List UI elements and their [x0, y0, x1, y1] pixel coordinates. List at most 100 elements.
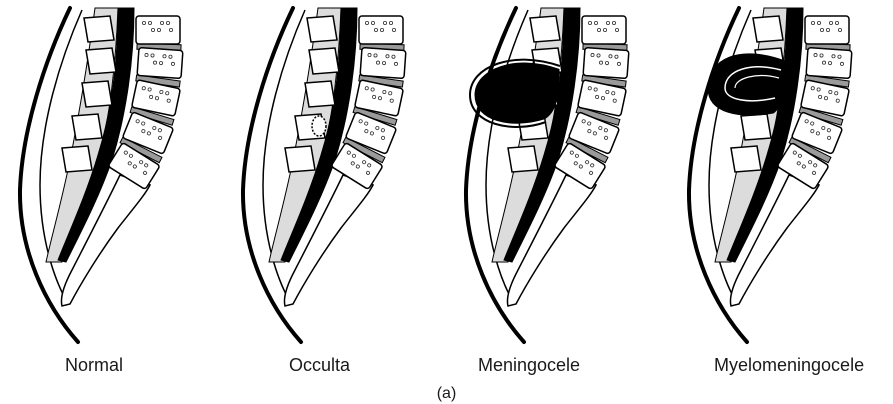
spongy-bone-mark	[144, 163, 149, 168]
vertebral-body	[354, 79, 404, 117]
spongy-bone-mark	[828, 89, 833, 94]
vertebral-body-outline	[581, 15, 627, 45]
spongy-bone-mark	[159, 20, 164, 25]
vertebral-body-outline	[135, 15, 181, 45]
spinous-process	[85, 47, 117, 75]
spongy-bone-mark	[828, 20, 833, 25]
vertebral-body	[131, 79, 181, 117]
spongy-bone-mark	[127, 161, 132, 166]
spongy-bone-mark	[808, 160, 813, 165]
spongy-bone-mark	[585, 160, 590, 165]
spongy-bone-mark	[827, 61, 832, 66]
spongy-bone-mark	[128, 153, 133, 158]
vertebral-body	[331, 142, 383, 190]
vertebral-body	[581, 15, 627, 45]
spongy-bone-mark	[837, 27, 842, 32]
spongy-bone-mark	[605, 89, 610, 94]
figure-sublabel: (a)	[436, 385, 457, 402]
spongy-bone-mark	[385, 54, 390, 59]
spongy-bone-mark	[821, 126, 826, 131]
spongy-bone-mark	[602, 27, 607, 32]
spongy-bone-mark	[168, 54, 173, 59]
spongy-bone-mark	[590, 53, 595, 58]
skin-outline	[17, 6, 80, 344]
spine-illustration-meningocele	[463, 6, 630, 344]
spongy-bone-mark	[604, 61, 609, 66]
spongy-bone-mark	[141, 20, 146, 25]
spongy-bone-mark	[819, 27, 824, 32]
spongy-bone-mark	[614, 54, 619, 59]
subcutaneous-line	[708, 9, 752, 301]
spongy-bone-mark	[154, 96, 159, 101]
spongy-bone-mark	[813, 163, 818, 168]
spongy-bone-mark	[589, 170, 594, 175]
spongy-bone-mark	[346, 150, 351, 155]
vertebral-body	[554, 142, 606, 190]
subcutaneous-line	[262, 9, 306, 301]
spongy-bone-mark	[168, 27, 173, 32]
spongy-bone-mark	[377, 96, 382, 101]
spinous-process	[284, 145, 316, 173]
spongy-bone-mark	[382, 89, 387, 94]
spongy-bone-mark	[823, 96, 828, 101]
spongy-bone-mark	[818, 94, 823, 99]
spongy-bone-mark	[581, 119, 586, 124]
spongy-bone-mark	[834, 20, 839, 25]
label-meningocele: Meningocele	[478, 355, 581, 375]
spinous-process	[740, 113, 772, 141]
vertebral-body-outline	[359, 46, 407, 80]
spongy-bone-mark	[831, 54, 836, 59]
spinous-process	[730, 145, 762, 173]
vertebral-body	[122, 111, 174, 155]
spinous-process	[529, 15, 561, 43]
vertebral-body-outline	[577, 79, 627, 117]
panel-myelomeningocele: Myelomeningocele	[669, 0, 892, 404]
spongy-bone-mark	[350, 161, 355, 166]
vertebral-body	[358, 15, 404, 45]
vertebral-body-outline	[354, 79, 404, 117]
spongy-bone-mark	[596, 53, 601, 58]
subcutaneous-line	[39, 9, 83, 301]
spongy-bone-mark	[367, 163, 372, 168]
spongy-bone-mark	[587, 86, 592, 91]
label-myelomeningocele: Myelomeningocele	[714, 355, 865, 375]
spongy-bone-mark	[139, 160, 144, 165]
spongy-bone-mark	[837, 54, 842, 59]
spongy-bone-mark	[835, 98, 840, 103]
spongy-bone-mark	[165, 20, 170, 25]
meningeal-sac	[474, 62, 560, 124]
spongy-bone-mark	[605, 20, 610, 25]
vertebral-body	[136, 46, 184, 80]
vertebral-body-outline	[136, 46, 184, 80]
sac-skin	[468, 58, 561, 128]
spongy-bone-mark	[611, 20, 616, 25]
spongy-bone-mark	[150, 53, 155, 58]
spine-illustration-normal	[17, 6, 184, 344]
spongy-bone-mark	[391, 27, 396, 32]
spongy-bone-mark	[812, 170, 817, 175]
spongy-bone-mark	[358, 119, 363, 124]
spongy-bone-mark	[612, 98, 617, 103]
spongy-bone-mark	[143, 170, 148, 175]
spongy-bone-mark	[364, 86, 369, 91]
spongy-bone-mark	[389, 98, 394, 103]
spongy-bone-mark	[587, 20, 592, 25]
spongy-bone-mark	[370, 20, 375, 25]
spongy-bone-mark	[373, 27, 378, 32]
skin-outline	[240, 6, 303, 344]
spine-illustration-myelomeningocele	[686, 6, 853, 344]
spongy-bone-mark	[810, 86, 815, 91]
spongy-bone-mark	[367, 53, 372, 58]
spongy-bone-mark	[372, 94, 377, 99]
spongy-bone-mark	[147, 87, 152, 92]
spongy-bone-mark	[598, 126, 603, 131]
vertebral-body	[568, 111, 620, 155]
vertebral-body	[800, 79, 850, 117]
spongy-bone-mark	[144, 53, 149, 58]
spongy-bone-mark	[810, 129, 815, 134]
spongy-bone-mark	[159, 89, 164, 94]
spongy-bone-mark	[822, 60, 827, 65]
spongy-bone-mark	[382, 20, 387, 25]
spongy-bone-mark	[608, 54, 613, 59]
spine-illustration-occulta	[240, 6, 407, 344]
